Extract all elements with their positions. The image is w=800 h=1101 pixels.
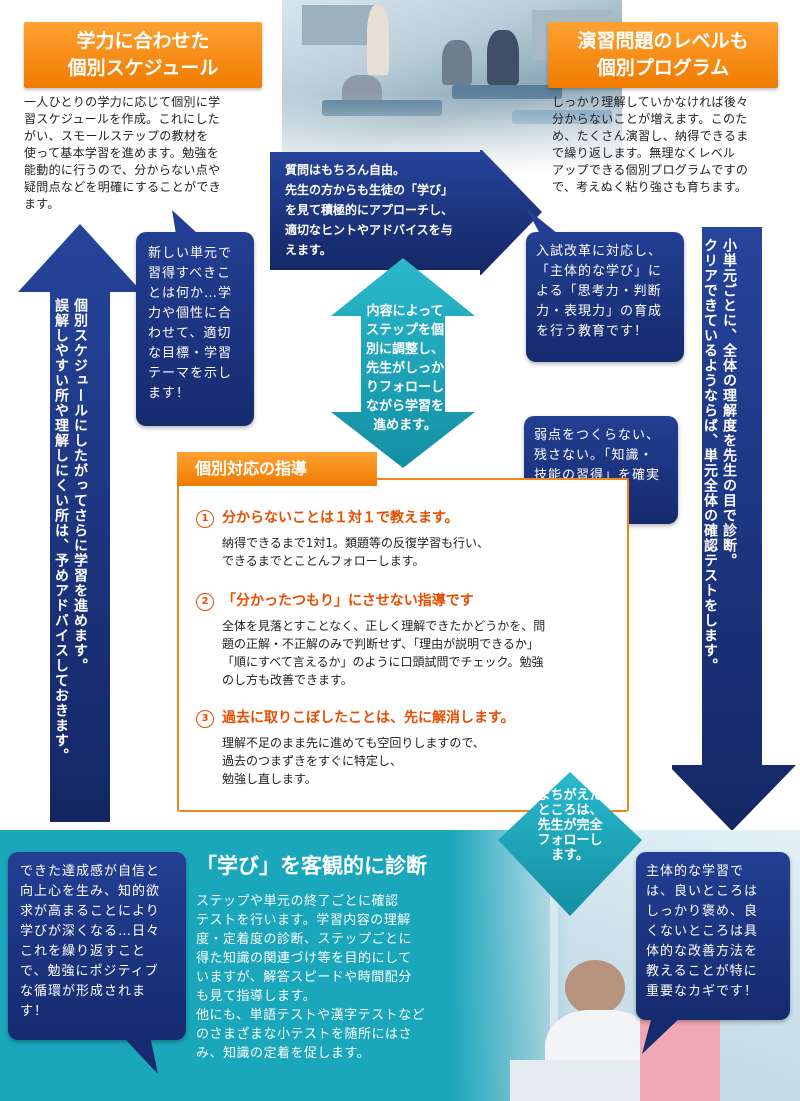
guidance-item-1: 1 分からないことは１対１で教えます。 納得できるまで1対1。類題等の反復学習も行… <box>196 508 616 570</box>
panel-tab-title: 個別対応の指導 <box>177 452 377 486</box>
item-title: 「分かったつもり」にさせない指導です <box>222 593 474 609</box>
item-number: 1 <box>196 510 214 528</box>
center-diamond <box>331 258 475 468</box>
small-diamond <box>498 772 642 916</box>
entrance-reform-bubble-text: 入試改革に対応し、 「主体的な学び」に よる「思考力・判断 力・表現力」の育成 … <box>536 244 663 339</box>
entrance-reform-bubble: 入試改革に対応し、 「主体的な学び」に よる「思考力・判断 力・表現力」の育成 … <box>526 232 684 362</box>
diagnosis-title: 「学び」を客観的に診断 <box>196 854 427 878</box>
new-unit-bubble-text: 新しい単元で 習得すべきこ とは何か…学 力や個性に合 わせて、適切 な目標・学… <box>148 246 233 401</box>
program-title-line2: 個別プログラム <box>596 57 730 79</box>
program-text: しっかり理解していかなければ後々 分からないことが増えます。このた め、たくさん… <box>552 95 749 194</box>
schedule-title-line1: 学力に合わせた <box>76 30 210 52</box>
praise-bubble-text: 主体的な学習で は、良いところは しっかり褒め、良 くないところは具 体的な改善… <box>646 864 759 999</box>
left-up-arrow <box>18 224 142 822</box>
right-down-arrow <box>672 227 796 831</box>
center-diamond-text: 内容によって ステップを個 別に調整し、 先生がしっか りフォローし ながら学習… <box>365 304 444 433</box>
left-vertical-text: 個別スケジュールにしたがってさらに学習を進めます。 誤解しやすい所や理解しにくい… <box>53 298 88 763</box>
item-body: 理解不足のまま先に進めても空回りしますので、 過去のつまずきをすぐに特定し、 勉… <box>222 736 485 786</box>
diagnosis-text: ステップや単元の終了ごとに確認 テストを行います。学習内容の理解 度・定着度の診… <box>196 894 426 1061</box>
item-number: 2 <box>196 593 214 611</box>
program-title: 演習問題のレベルも 個別プログラム <box>548 22 778 88</box>
item-body: 全体を見落とすことなく、正しく理解できたかどうかを、問 題の正解・不正解のみで判… <box>222 619 546 687</box>
new-unit-bubble-tail <box>172 210 198 234</box>
small-diamond-text: まちがえた ところは、 先生が完全 フォローし ます。 <box>537 788 603 863</box>
right-vertical-text: 小単元ごとに、全体の理解度を先生の目で診断。 クリアできているようならば、単元全… <box>702 238 737 673</box>
schedule-title-line2: 個別スケジュール <box>67 57 219 79</box>
praise-bubble-tail <box>642 1016 682 1054</box>
top-arrow <box>270 150 542 275</box>
item-title: 過去に取りこぼしたことは、先に解消します。 <box>222 710 515 726</box>
achievement-bubble: できた達成感が自信と 向上心を生み、知的欲 求が高まることにより 学びが深くなる… <box>8 852 186 1040</box>
guidance-item-3: 3 過去に取りこぼしたことは、先に解消します。 理解不足のまま先に進めても空回りし… <box>196 708 616 788</box>
new-unit-bubble: 新しい単元で 習得すべきこ とは何か…学 力や個性に合 わせて、適切 な目標・学… <box>136 232 254 426</box>
item-body: 納得できるまで1対1。類題等の反復学習も行い、 できるまでとことんフォローします… <box>222 536 490 568</box>
schedule-title: 学力に合わせた 個別スケジュール <box>24 22 262 88</box>
program-title-line1: 演習問題のレベルも <box>577 30 749 52</box>
individual-guidance-panel <box>177 478 629 812</box>
guidance-item-2: 2 「分かったつもり」にさせない指導です 全体を見落とすことなく、正しく理解できた… <box>196 591 616 689</box>
item-number: 3 <box>196 710 214 728</box>
entrance-reform-bubble-tail <box>526 208 558 234</box>
top-arrow-text: 質問はもちろん自由。 先生の方からも生徒の「学び」 を見て積極的にアプローチし、… <box>285 163 454 257</box>
schedule-text: 一人ひとりの学力に応じて個別に学 習スケジュールを作成。これにした がい、スモー… <box>24 95 221 211</box>
item-title: 分からないことは１対１で教えます。 <box>222 510 459 526</box>
achievement-bubble-tail <box>122 1036 158 1074</box>
praise-bubble: 主体的な学習で は、良いところは しっかり褒め、良 くないところは具 体的な改善… <box>636 852 790 1020</box>
achievement-bubble-text: できた達成感が自信と 向上心を生み、知的欲 求が高まることにより 学びが深くなる… <box>20 864 161 1019</box>
